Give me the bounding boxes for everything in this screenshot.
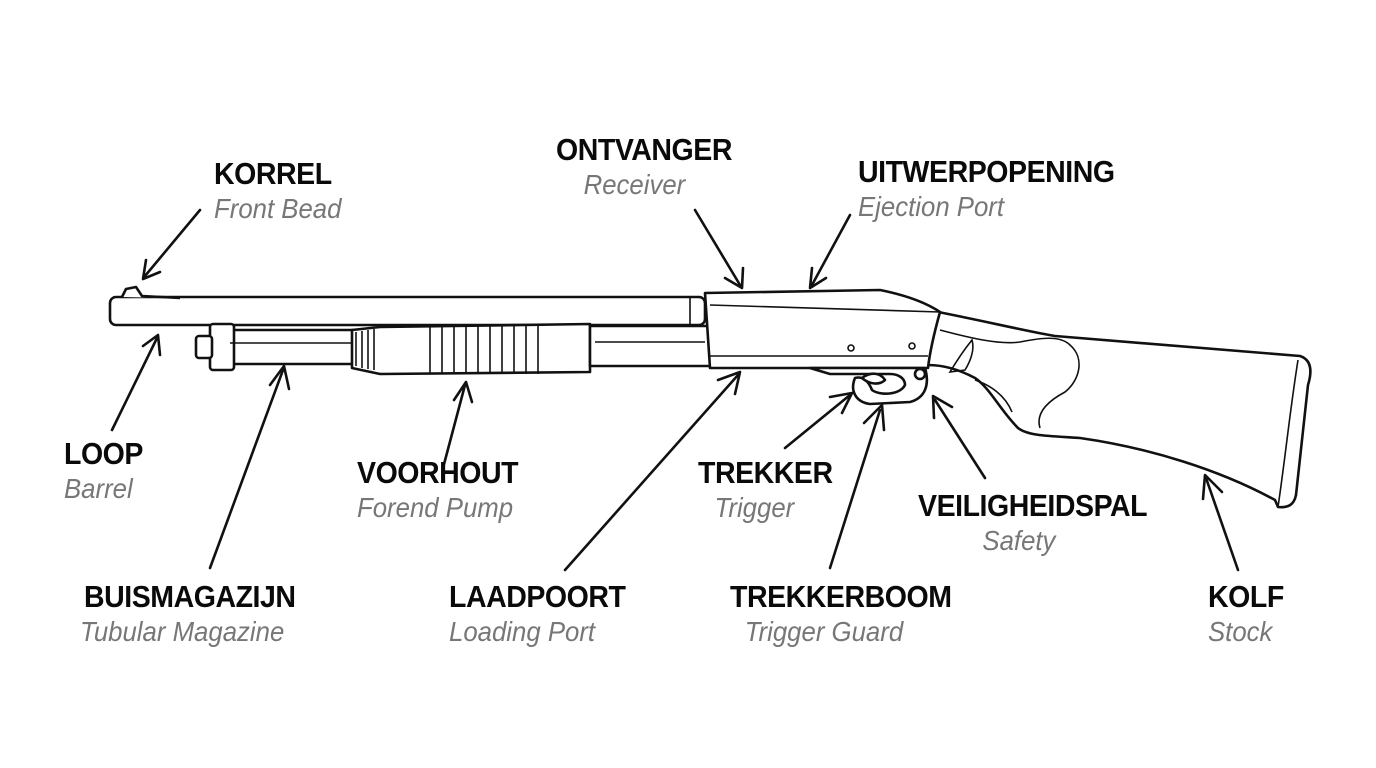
arrow-voorhout [441,380,474,470]
safety-button [913,367,927,381]
callout-trekkerboom: TREKKERBOOM Trigger Guard [730,579,971,649]
label-trigger: Trigger [714,492,795,523]
arrow-uitwerpopening [808,213,852,290]
trigger-shape [860,372,887,385]
label-uitwerpopening: UITWERPOPENING [858,154,1115,189]
label-trekkerboom: TREKKERBOOM [730,579,952,614]
barrel [108,295,707,327]
callout-buismagazijn: BUISMAGAZIJN Tubular Magazine [80,579,314,649]
callout-laadpoort: LAADPOORT Loading Port [449,579,641,649]
label-laadpoort: LAADPOORT [449,579,626,614]
arrow-trekkerboom [828,403,886,570]
callout-uitwerpopening: UITWERPOPENING Ejection Port [858,154,1137,224]
front-bead [120,285,181,300]
callout-kolf: KOLF Stock [1208,579,1290,649]
label-barrel: Barrel [64,473,133,504]
label-stock: Stock [1208,616,1273,647]
callout-korrel: KORREL Front Bead [214,156,353,226]
label-loading-port: Loading Port [449,616,596,647]
label-front-bead: Front Bead [214,193,342,224]
label-forend-pump: Forend Pump [357,492,514,523]
label-trekker: TREKKER [698,455,833,490]
label-korrel: KORREL [214,156,332,191]
label-veiligheidspal: VEILIGHEIDSPAL [918,488,1148,523]
label-ejection-port: Ejection Port [858,191,1005,222]
callout-veiligheidspal: VEILIGHEIDSPAL Safety [918,488,1167,558]
callout-trekker: TREKKER Trigger [698,455,844,525]
label-tubular-magazine: Tubular Magazine [80,616,285,647]
label-receiver: Receiver [583,169,686,200]
label-loop: LOOP [64,436,143,471]
arrow-laadpoort [563,370,742,572]
callout-loop: LOOP Barrel [64,436,150,506]
label-voorhout: VOORHOUT [357,455,519,490]
label-trigger-guard: Trigger Guard [744,616,904,647]
arrow-loop [110,333,162,432]
label-buismagazijn: BUISMAGAZIJN [84,579,296,614]
stock [926,308,1312,509]
magazine-cap [208,322,236,372]
label-kolf: KOLF [1208,579,1284,614]
callout-voorhout: VOORHOUT Forend Pump [357,455,532,525]
arrow-korrel [141,208,202,281]
arrow-kolf [1201,473,1240,572]
arrow-ontvanger [693,208,745,290]
label-ontvanger: ONTVANGER [556,132,732,167]
magazine-tube [228,328,362,366]
arrow-buismagazijn [208,364,291,570]
arrow-trekker [783,391,854,450]
callout-ontvanger: ONTVANGER Receiver [556,132,747,202]
forend [350,322,592,376]
arrow-veiligheidspal [931,394,987,480]
label-safety: Safety [982,525,1056,556]
